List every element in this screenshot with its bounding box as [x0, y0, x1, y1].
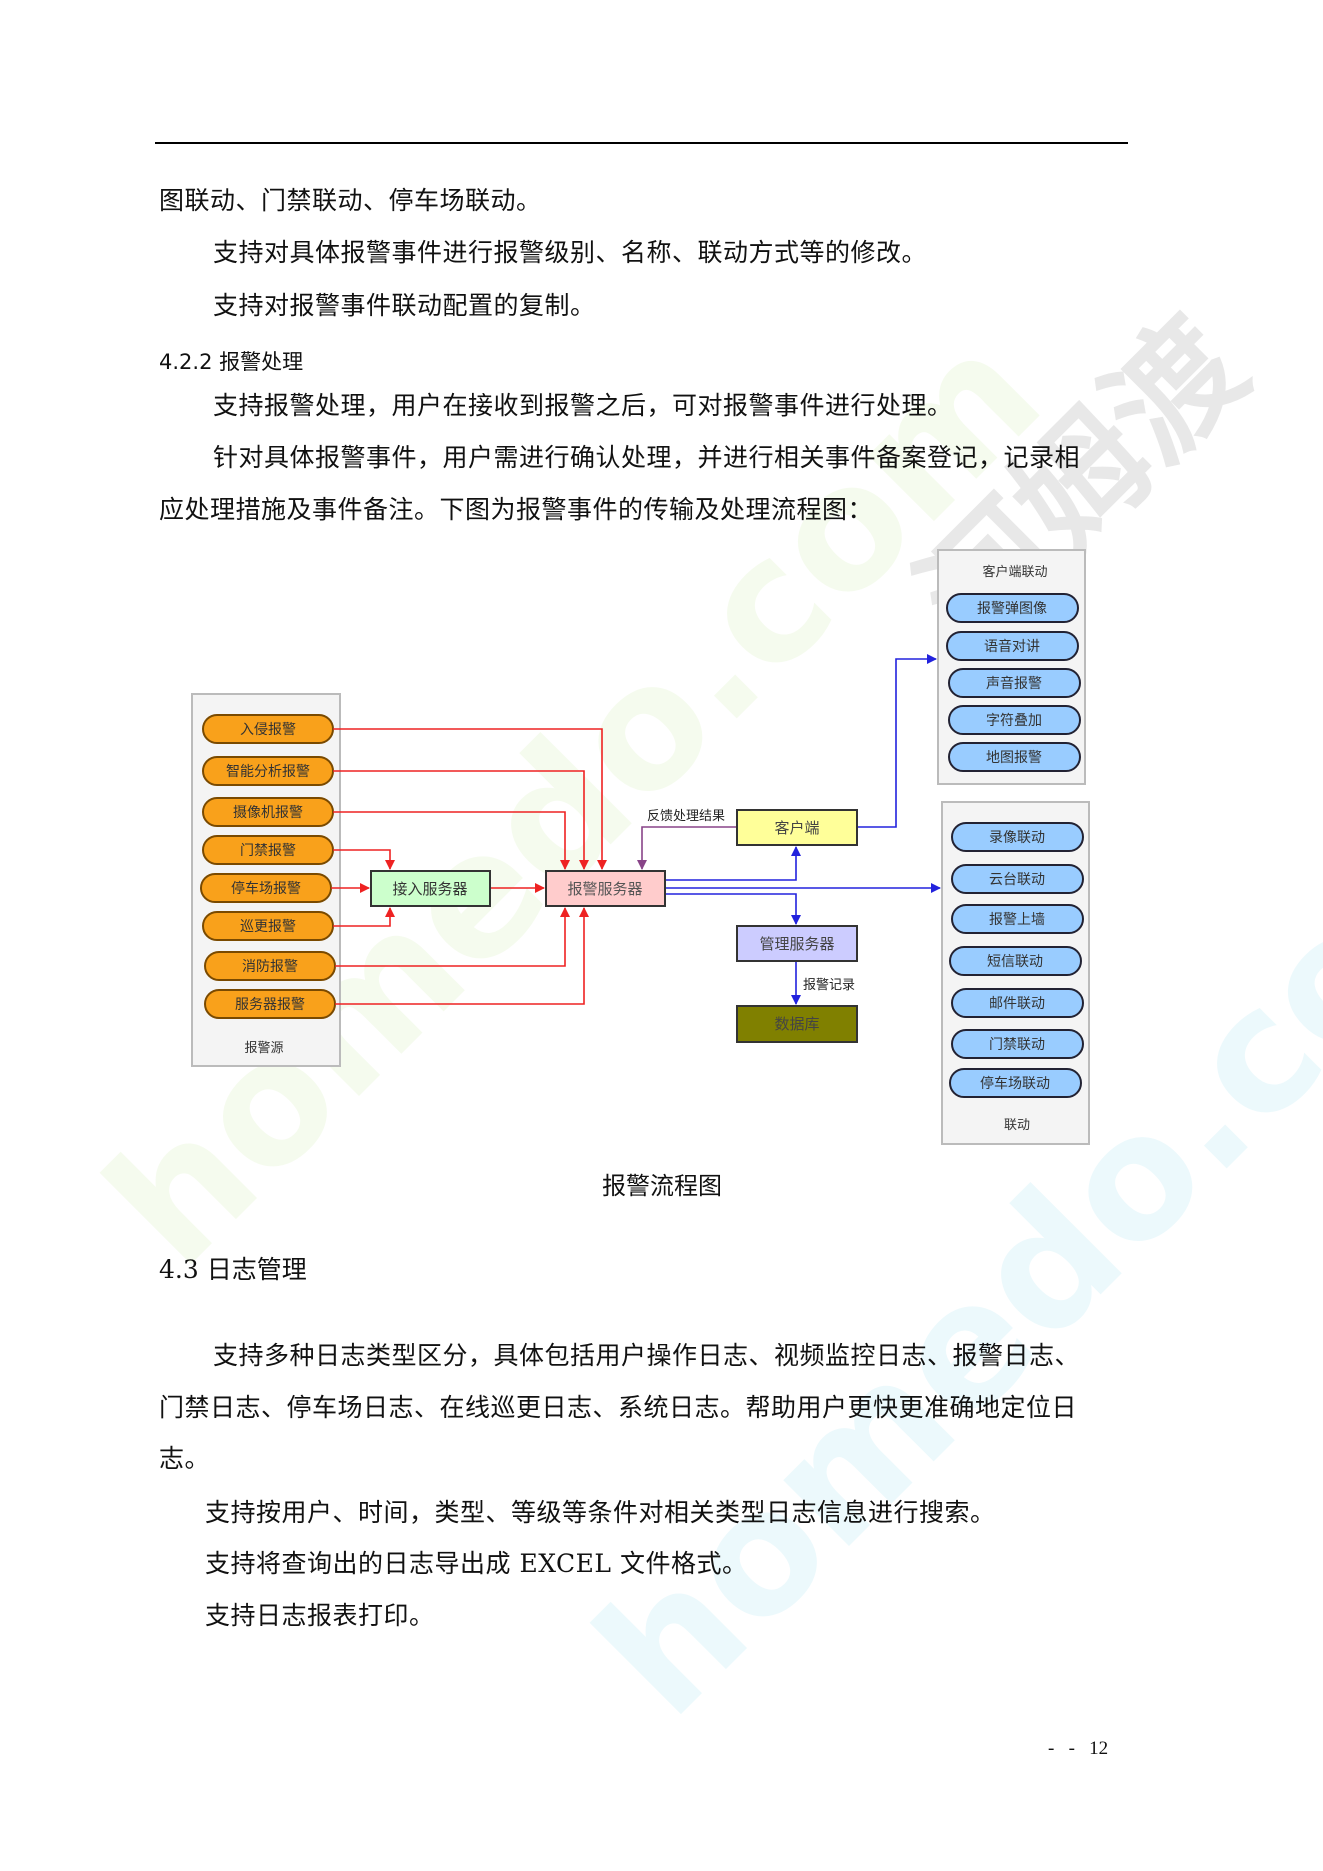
linkage-pill: [951, 1029, 1084, 1059]
paragraph-line: 支持对报警事件联动配置的复制。: [213, 291, 596, 320]
client-linkage-title: 客户端联动: [982, 564, 1047, 580]
section-heading-4-2-2: 4.2.2 报警处理: [159, 350, 304, 374]
linkage-title: 联动: [1004, 1118, 1030, 1133]
client-label: 客户端: [774, 819, 819, 837]
access-server-label: 接入服务器: [392, 880, 467, 898]
management-server-label: 管理服务器: [759, 935, 834, 953]
linkage-pill: [949, 1068, 1082, 1098]
client-linkage-pill: [948, 668, 1081, 698]
paragraph-line: 支持日志报表打印。: [205, 1601, 435, 1630]
client-linkage-label: 字符叠加: [986, 713, 1042, 729]
database-box: [736, 1005, 858, 1043]
source-label: 智能分析报警: [226, 764, 310, 780]
client-box: [736, 809, 858, 846]
paragraph-line: 支持对具体报警事件进行报警级别、名称、联动方式等的修改。: [213, 238, 928, 267]
client-linkage-label: 语音对讲: [984, 638, 1040, 655]
client-linkage-label: 声音报警: [986, 675, 1042, 692]
source-label: 停车场报警: [231, 880, 301, 897]
linkage-label: 停车场联动: [980, 1075, 1050, 1092]
linkage-label: 邮件联动: [989, 996, 1045, 1012]
page-number: - - 12: [1048, 1738, 1109, 1759]
linkage-pill: [951, 988, 1084, 1018]
paragraph-line: 支持多种日志类型区分，具体包括用户操作日志、视频监控日志、报警日志、: [213, 1341, 1081, 1370]
edge-intrusion: [333, 728, 607, 870]
linkage-pill: [949, 946, 1082, 976]
source-label: 摄像机报警: [233, 805, 303, 821]
alarm-server-box: [545, 870, 666, 907]
sources-title: 报警源: [244, 1040, 283, 1056]
paragraph-line: 支持按用户、时间，类型、等级等条件对相关类型日志信息进行搜索。: [205, 1498, 996, 1527]
edge-fire: [335, 907, 570, 967]
edge-alarm-to-client: [665, 846, 801, 881]
linkage-label: 短信联动: [987, 954, 1043, 970]
paragraph-line: 支持将查询出的日志导出成 EXCEL 文件格式。: [205, 1549, 748, 1578]
alarm-server-label: 报警服务器: [567, 880, 642, 898]
client-linkage-label: 地图报警: [986, 750, 1042, 766]
paragraph-line: 支持报警处理，用户在接收到报警之后，可对报警事件进行处理。: [213, 391, 953, 420]
figure-caption: 报警流程图: [602, 1172, 722, 1200]
source-label: 入侵报警: [240, 721, 296, 738]
paragraph-line: 门禁日志、停车场日志、在线巡更日志、系统日志。帮助用户更快更准确地定位日: [159, 1393, 1078, 1422]
client-linkage-pill: [946, 631, 1079, 661]
header-rule: [155, 142, 1128, 144]
management-server-box: [736, 925, 858, 962]
edge-alarm-to-mgmt: [665, 893, 801, 925]
edge-analysis: [333, 770, 589, 870]
source-pills: 入侵报警 智能分析报警 摄像机报警 门禁报警 停车场报警 巡更报警 消防报警 服…: [200, 714, 336, 1056]
source-label: 服务器报警: [235, 997, 305, 1013]
edge-server: [335, 907, 589, 1005]
edge-door: [333, 849, 395, 870]
source-label: 巡更报警: [240, 919, 296, 935]
linkage-pill: [951, 822, 1084, 852]
edge-feedback: [637, 826, 737, 870]
paragraph-line: 应处理措施及事件备注。下图为报警事件的传输及处理流程图：: [159, 495, 874, 524]
record-label: 报警记录: [803, 977, 855, 993]
client-linkage-label: 报警弹图像: [977, 601, 1047, 617]
edge-camera: [333, 811, 570, 870]
feedback-label: 反馈处理结果: [647, 809, 725, 824]
source-label: 门禁报警: [240, 843, 296, 859]
linkage-pill: [951, 864, 1084, 894]
paragraph-line: 针对具体报警事件，用户需进行确认处理，并进行相关事件备案登记，记录相: [213, 443, 1081, 472]
source-label: 消防报警: [242, 959, 298, 975]
section-heading-4-3: 4.3 日志管理: [159, 1255, 307, 1284]
paragraph-line: 志。: [159, 1444, 211, 1473]
linkage-pill: [951, 904, 1084, 934]
access-server-box: [370, 870, 491, 907]
paragraph-line: 图联动、门禁联动、停车场联动。: [159, 186, 542, 215]
database-label: 数据库: [774, 1015, 819, 1033]
linkage-label: 录像联动: [989, 830, 1045, 846]
linkage-label: 门禁联动: [989, 1037, 1045, 1053]
edge-patrol: [333, 907, 395, 927]
linkage-label: 云台联动: [989, 872, 1045, 888]
edge-client-to-client-linkage: [857, 654, 937, 828]
client-linkage-pill: [946, 593, 1079, 623]
linkage-label: 报警上墙: [989, 912, 1045, 928]
client-linkage-pill: [948, 705, 1081, 735]
client-linkage-pill: [948, 742, 1081, 772]
